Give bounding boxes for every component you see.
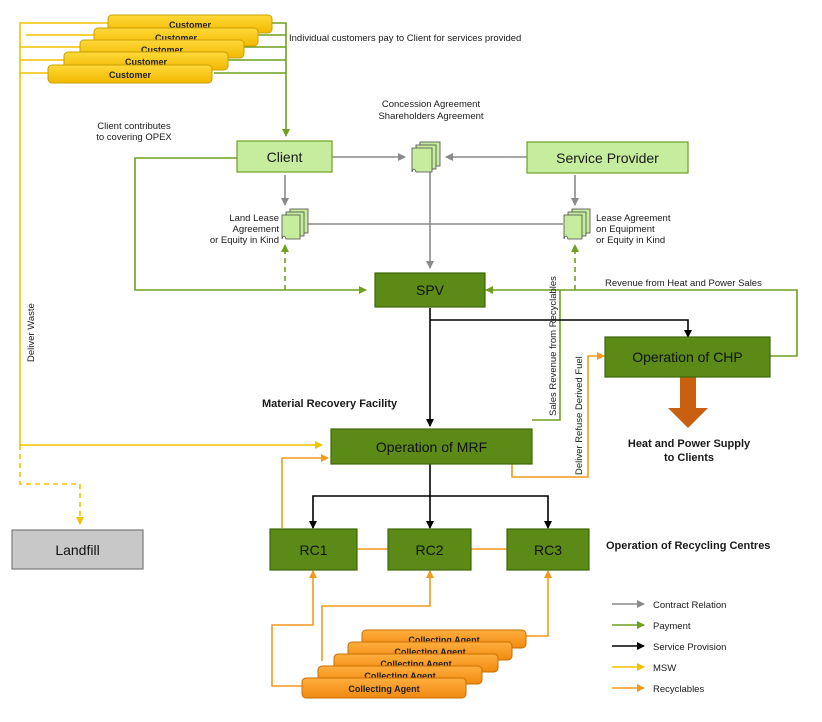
recyclable-lines [271, 454, 552, 687]
legend: Contract Relation Payment Service Provis… [612, 600, 726, 695]
client-label: Client [267, 149, 303, 165]
mrf-label: Operation of MRF [376, 439, 487, 455]
legend-item-msw: MSW [612, 663, 676, 674]
land-lease-line1: Land Lease [229, 213, 279, 224]
client-spv-payment [134, 157, 367, 294]
equipment-lease-document-icon [563, 208, 591, 240]
spv-box: SPV [374, 272, 486, 308]
mrf-spv-payment [532, 290, 561, 421]
client-contrib-line1: Client contributes [97, 121, 171, 132]
rc2-box: RC2 [387, 528, 472, 571]
customer-payment-lines [214, 22, 290, 137]
collecting-agent-label: Collecting Agent [380, 659, 451, 669]
lease-agreement-line2: on Equipment [596, 224, 655, 235]
customer-label: Customer [109, 70, 152, 80]
annotations: Individual customers pay to Client for s… [26, 33, 770, 552]
concession-label-line2: Shareholders Agreement [378, 111, 483, 122]
equity-dashed-lines [281, 244, 579, 290]
spv-label: SPV [416, 282, 445, 298]
customer-box: Customer [47, 64, 213, 84]
landfill-label: Landfill [55, 542, 99, 558]
concession-label-line1: Concession Agreement [382, 99, 481, 110]
individual-customers-label: Individual customers pay to Client for s… [289, 33, 521, 44]
heat-power-line1: Heat and Power Supply [628, 438, 751, 450]
lease-agreement-line1: Lease Agreement [596, 213, 671, 224]
heat-power-line2: to Clients [664, 452, 714, 464]
lease-agreement-line3: or Equity in Kind [596, 235, 665, 246]
land-lease-line3: or Equity in Kind [210, 235, 279, 246]
mrf-box: Operation of MRF [330, 428, 533, 465]
collecting-agents-stack: Collecting Agent Collecting Agent Collec… [301, 629, 527, 699]
service-provider-label: Service Provider [556, 150, 659, 166]
rc1-box: RC1 [269, 528, 358, 571]
customer-label: Customer [155, 33, 198, 43]
legend-label: Contract Relation [653, 600, 726, 611]
collecting-agent-label: Collecting Agent [348, 684, 419, 694]
connectors [19, 22, 798, 687]
rc3-box: RC3 [506, 528, 590, 571]
mrf-title: Material Recovery Facility [262, 398, 398, 410]
deliver-rdf-label: Deliver Refuse Derived Fuel [574, 356, 585, 475]
legend-label: MSW [653, 663, 676, 674]
sales-revenue-label: Sales Revenue from Recyclables [548, 276, 559, 416]
land-lease-line2: Agreement [233, 224, 280, 235]
chp-label: Operation of CHP [632, 349, 743, 365]
legend-item-contract: Contract Relation [612, 600, 726, 611]
legend-item-payment: Payment [612, 621, 691, 632]
customers-stack: Customer Customer Customer Customer Cust… [47, 14, 273, 84]
customer-label: Customer [125, 57, 168, 67]
legend-label: Payment [653, 621, 691, 632]
landfill-box: Landfill [11, 529, 144, 570]
chp-spv-payment [485, 286, 798, 357]
legend-item-service: Service Provision [612, 642, 726, 653]
rdf-line [511, 352, 605, 478]
collecting-agent-label: Collecting Agent [408, 635, 479, 645]
service-provider-box: Service Provider [526, 141, 689, 174]
rc1-label: RC1 [299, 542, 327, 558]
recycling-centres-title: Operation of Recycling Centres [606, 540, 770, 552]
chp-box: Operation of CHP [604, 336, 771, 378]
heat-power-arrow [668, 377, 708, 428]
land-lease-document-icon [281, 208, 309, 240]
service-lines [309, 308, 692, 529]
legend-label: Recyclables [653, 684, 704, 695]
contract-lines [281, 153, 579, 269]
collecting-agent-box: Collecting Agent [301, 677, 467, 699]
rc2-label: RC2 [415, 542, 443, 558]
revenue-heat-power-label: Revenue from Heat and Power Sales [605, 278, 762, 289]
customer-label: Customer [141, 45, 184, 55]
contract-document-icon [411, 141, 441, 173]
legend-label: Service Provision [653, 642, 726, 653]
client-box: Client [236, 140, 333, 173]
collecting-agent-label: Collecting Agent [394, 647, 465, 657]
deliver-waste-label: Deliver Waste [26, 303, 37, 362]
collecting-agent-label: Collecting Agent [364, 671, 435, 681]
msw-lines [19, 22, 323, 525]
customer-label: Customer [169, 20, 212, 30]
client-contrib-line2: to covering OPEX [96, 132, 172, 143]
legend-item-recyclables: Recyclables [612, 684, 704, 695]
rc3-label: RC3 [534, 542, 562, 558]
